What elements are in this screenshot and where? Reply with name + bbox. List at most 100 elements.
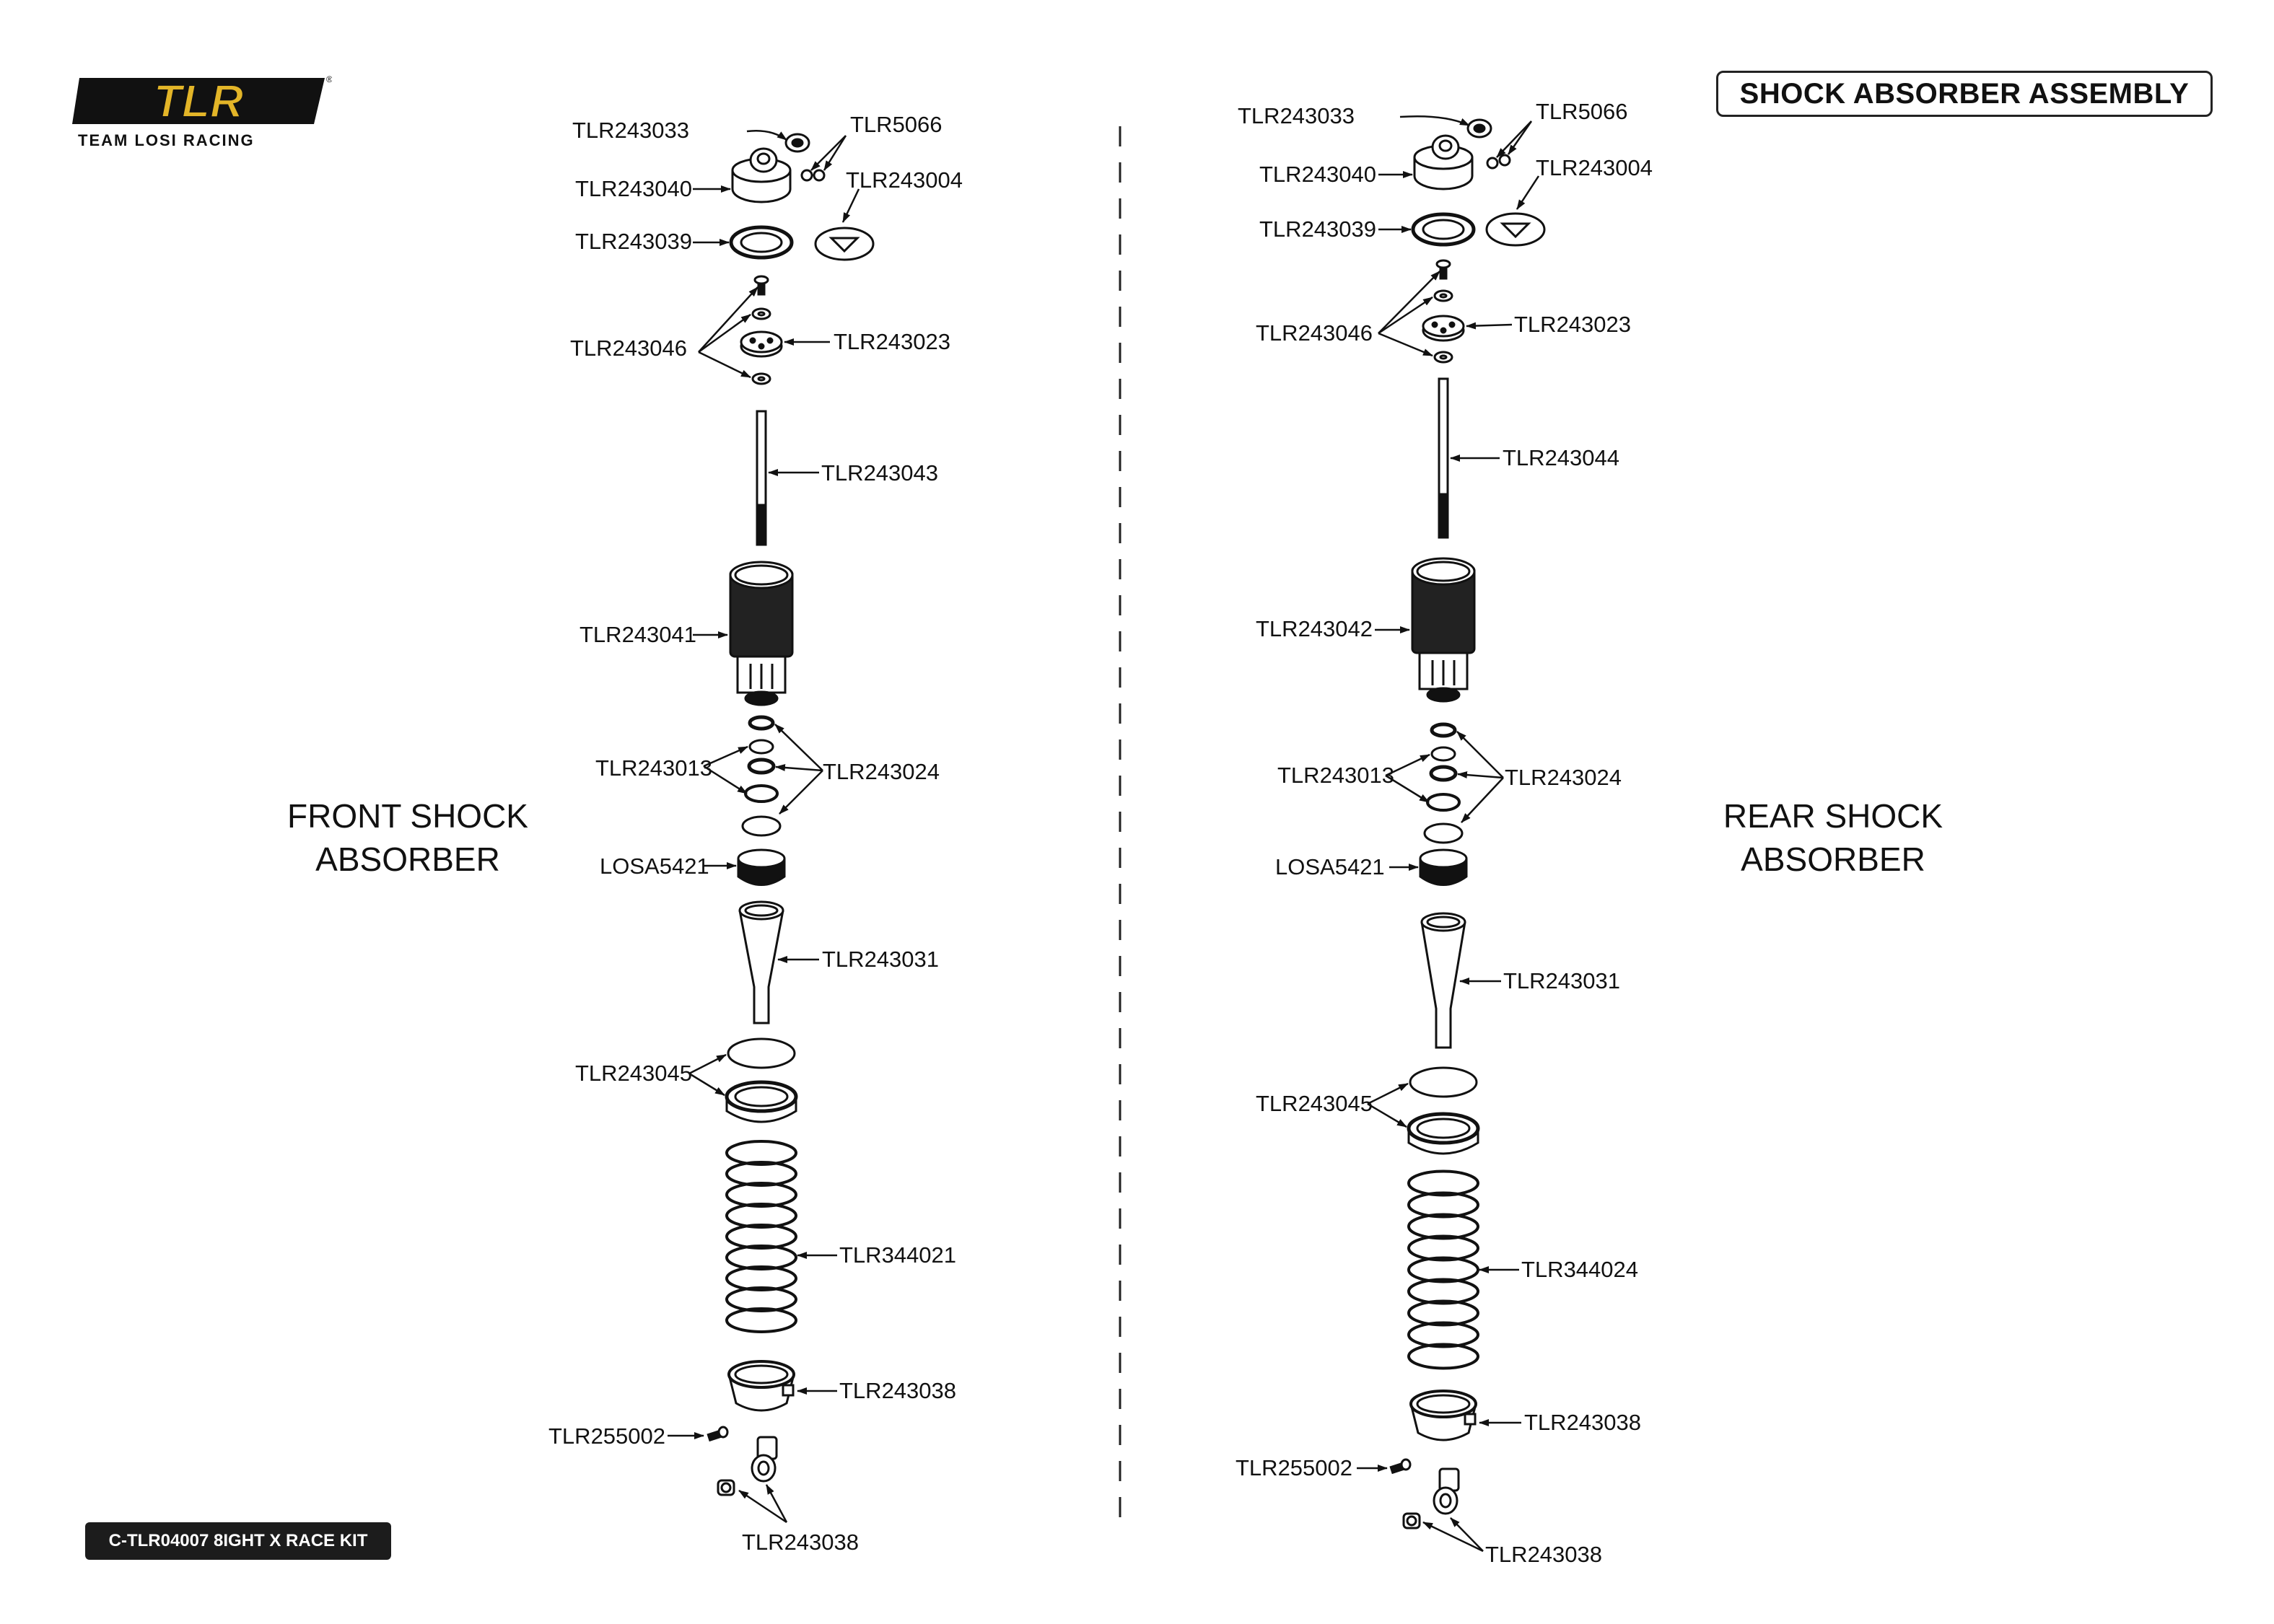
rear-label-rod-end: TLR243038 (1485, 1542, 1602, 1567)
rear-label-boot: TLR243031 (1503, 968, 1620, 993)
rear-bottom-cap-part (1419, 848, 1468, 886)
front-collar-part (725, 1037, 798, 1123)
rear-label-cap: TLR243040 (1259, 162, 1376, 187)
rear-label-oring-small: TLR5066 (1536, 99, 1628, 124)
spring-coil (1407, 1321, 1479, 1348)
front-piston-hardware-part (751, 275, 771, 385)
rear-cap-screw-part (1466, 118, 1492, 139)
front-label-piston: TLR243023 (834, 329, 950, 354)
spring-coil (1407, 1169, 1479, 1197)
rear-shaft-part (1438, 377, 1449, 539)
spring-coil (1407, 1256, 1479, 1283)
spring-coil (725, 1307, 797, 1333)
tlr-logo: TLR ® (72, 72, 333, 152)
rear-collar-part (1407, 1066, 1480, 1155)
front-body-part (729, 561, 794, 706)
front-label-cap: TLR243040 (575, 176, 692, 201)
front-small-oring-part (800, 169, 826, 182)
logo-text: TLR (154, 75, 243, 127)
rear-label-collar: TLR243045 (1256, 1091, 1373, 1116)
rear-label-seal-a: TLR243013 (1277, 763, 1394, 788)
rear-label-shaft: TLR243044 (1503, 445, 1619, 470)
rear-rod-end-part (1402, 1467, 1460, 1529)
page-title-box: SHOCK ABSORBER ASSEMBLY (1716, 71, 2213, 117)
front-boot-part (738, 900, 784, 1024)
rear-label-cup: TLR243038 (1524, 1410, 1641, 1435)
front-section-title: FRONT SHOCK (287, 797, 528, 835)
front-section-subtitle: ABSORBER (315, 840, 500, 878)
rear-leader-lines (1357, 115, 1540, 1553)
front-label-oring-small: TLR5066 (850, 112, 943, 137)
rear-label-bladder: TLR243004 (1536, 155, 1653, 180)
rear-shock-assembly (1389, 118, 1546, 1529)
front-part-labels: TLR243033 TLR5066 TLR243040 TLR243004 TL… (548, 112, 963, 1555)
front-cap-part (731, 147, 792, 203)
front-piston-part (740, 330, 783, 358)
spring-coil (725, 1224, 797, 1250)
rear-pin-part (1389, 1458, 1412, 1475)
front-label-cap-seal: TLR243039 (575, 229, 692, 254)
front-label-bladder: TLR243004 (846, 167, 963, 193)
front-seal-stack-part (741, 715, 782, 837)
front-label-seal-a: TLR243013 (595, 755, 712, 781)
spring-coil (1407, 1278, 1479, 1305)
spring-coil (725, 1286, 797, 1312)
front-cup-part (727, 1360, 795, 1412)
front-cap-screw-part (784, 133, 810, 153)
front-label-boot: TLR243031 (822, 947, 939, 972)
rear-part-labels: TLR243033 TLR5066 TLR243040 TLR243004 TL… (1236, 99, 1653, 1567)
spring-coil (725, 1245, 797, 1270)
rear-cup-part (1409, 1390, 1477, 1441)
front-label-pin: TLR255002 (548, 1423, 665, 1449)
rear-body-part (1411, 557, 1476, 703)
spring-coil (1407, 1343, 1479, 1370)
kit-code: C-TLR04007 8IGHT X RACE KIT (108, 1531, 368, 1550)
spring-coil (725, 1140, 797, 1166)
rear-boot-part (1420, 912, 1466, 1049)
rear-label-bottom-cap: LOSA5421 (1275, 854, 1385, 879)
spring-coil (1407, 1299, 1479, 1327)
front-label-bottom-cap: LOSA5421 (600, 853, 709, 879)
front-label-seal-b: TLR243024 (823, 759, 940, 784)
rear-bladder-part (1485, 212, 1546, 247)
rear-cap-part (1413, 134, 1474, 190)
spring-coil (1407, 1234, 1479, 1262)
spring-coil (725, 1182, 797, 1208)
spring-coil (1407, 1191, 1479, 1219)
front-label-rod-end: TLR243038 (742, 1529, 859, 1555)
rear-cap-seal-part (1411, 212, 1476, 247)
front-label-spring: TLR344021 (839, 1242, 956, 1268)
spring-coil (725, 1203, 797, 1229)
rear-piston-part (1422, 315, 1465, 342)
rear-label-body: TLR243042 (1256, 616, 1373, 641)
rear-label-spring: TLR344024 (1521, 1257, 1638, 1282)
rear-label-cap-seal: TLR243039 (1259, 216, 1376, 242)
rear-seal-stack-part (1423, 722, 1464, 844)
rear-label-seal-b: TLR243024 (1505, 765, 1622, 790)
front-shaft-part (756, 410, 767, 546)
front-leader-lines (668, 130, 860, 1524)
rear-label-piston-hw: TLR243046 (1256, 320, 1373, 346)
front-spring-part (725, 1140, 797, 1333)
front-rod-end-part (717, 1436, 778, 1496)
front-label-shaft: TLR243043 (821, 460, 938, 486)
kit-code-badge: C-TLR04007 8IGHT X RACE KIT (85, 1522, 391, 1560)
spring-coil (725, 1161, 797, 1187)
logo-subtitle: TEAM LOSI RACING (78, 131, 255, 149)
tlr-logo-mark: TLR ® (72, 74, 333, 128)
front-cap-seal-part (729, 225, 794, 260)
rear-label-pin: TLR255002 (1236, 1455, 1352, 1480)
front-label-body: TLR243041 (580, 622, 696, 647)
front-label-cap-screw: TLR243033 (572, 118, 689, 143)
front-label-piston-hw: TLR243046 (570, 335, 687, 361)
registered-mark: ® (326, 74, 332, 84)
front-bottom-cap-part (737, 848, 786, 886)
spring-coil (725, 1265, 797, 1291)
front-pin-part (707, 1426, 729, 1442)
rear-label-piston: TLR243023 (1514, 312, 1631, 337)
rear-small-oring-part (1486, 154, 1511, 170)
rear-piston-hardware-part (1433, 259, 1453, 364)
rear-label-cap-screw: TLR243033 (1238, 103, 1355, 128)
spring-coil (1407, 1213, 1479, 1240)
